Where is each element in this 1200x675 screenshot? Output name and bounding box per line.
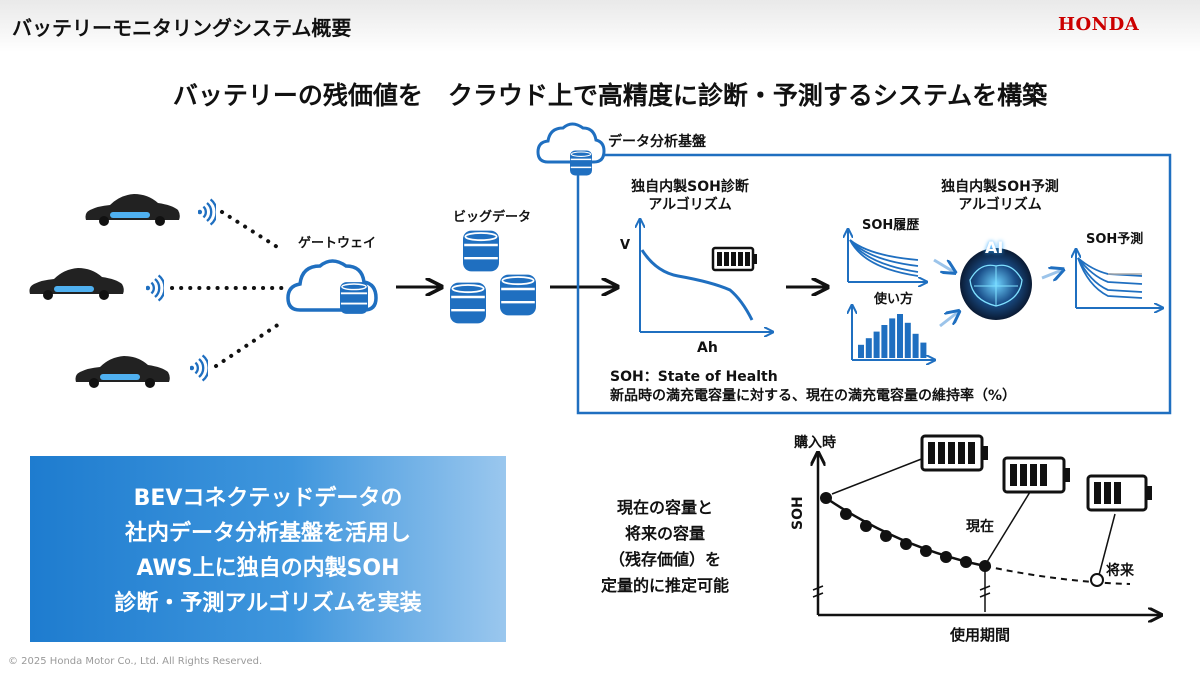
flow-arrow bbox=[933, 258, 954, 272]
soh-axis-label: SOH bbox=[790, 496, 806, 530]
usage-bar bbox=[920, 342, 927, 358]
axis-v-label: V bbox=[620, 238, 631, 253]
soh-history-label: SOH履歴 bbox=[862, 218, 920, 233]
ai-label: AI bbox=[985, 238, 1004, 257]
soh-history-graph bbox=[848, 230, 926, 282]
gateway-label: ゲートウェイ bbox=[298, 236, 377, 251]
car-icon bbox=[85, 194, 180, 226]
car-icon bbox=[29, 268, 124, 300]
battery-mid-icon bbox=[1002, 456, 1070, 494]
slide-title: バッテリーモニタリングシステム概要 bbox=[12, 16, 352, 40]
soh-forecast-label: SOH予測 bbox=[1086, 232, 1144, 247]
usage-bar bbox=[881, 325, 888, 358]
bigdata-database-icon bbox=[450, 230, 536, 324]
diag-title-2: アルゴリズム bbox=[648, 197, 732, 213]
flow-arrow bbox=[939, 312, 958, 328]
connector-dots bbox=[214, 320, 284, 368]
platform-cloud-icon bbox=[536, 122, 606, 176]
soh-degradation-chart bbox=[813, 454, 1160, 615]
usage-label: 使い方 bbox=[874, 292, 914, 307]
now-label: 現在 bbox=[966, 519, 994, 535]
usage-histogram bbox=[852, 306, 934, 360]
platform-label: データ分析基盤 bbox=[608, 134, 706, 150]
connector-dots bbox=[220, 210, 284, 252]
soh-forecast-graph bbox=[1076, 250, 1162, 308]
wifi-signal-icon bbox=[190, 354, 208, 382]
gateway-cloud-icon bbox=[286, 259, 378, 314]
bev-line: 社内データ分析基盤を活用し bbox=[124, 521, 411, 546]
battery-icon bbox=[711, 246, 757, 272]
bev-summary-box: BEVコネクテッドデータの 社内データ分析基盤を活用し AWS上に独自の内製SO… bbox=[30, 456, 506, 642]
battery-full-icon bbox=[920, 434, 988, 472]
bev-line: AWS上に独自の内製SOH bbox=[136, 556, 400, 581]
soh-definition-line2: 新品時の満充電容量に対する、現在の満充電容量の維持率（%） bbox=[610, 388, 1017, 404]
usage-bar bbox=[873, 331, 880, 358]
headline: バッテリーの残価値を クラウド上で高精度に診断・予測するシステムを構築 bbox=[172, 81, 1048, 110]
usage-bar bbox=[897, 314, 903, 358]
usage-bar bbox=[858, 344, 864, 358]
car-icon bbox=[75, 356, 170, 388]
header-bar bbox=[0, 0, 1200, 52]
diag-title-1: 独自内製SOH診断 bbox=[631, 179, 749, 195]
center-text-line: 将来の容量 bbox=[624, 524, 705, 543]
flow-arrow bbox=[1041, 270, 1062, 278]
battery-low-icon bbox=[1086, 474, 1152, 512]
usage-bar bbox=[912, 333, 919, 358]
copyright: © 2025 Honda Motor Co., Ltd. All Rights … bbox=[8, 656, 263, 667]
usage-bar bbox=[889, 318, 896, 358]
usage-period-label: 使用期間 bbox=[950, 626, 1011, 644]
data-platform-frame bbox=[576, 153, 1172, 415]
center-text-line: 現在の容量と bbox=[616, 498, 713, 517]
voltage-curve-graph bbox=[640, 220, 772, 332]
honda-logo: HONDA bbox=[1058, 14, 1140, 35]
soh-definition-line1: SOH：State of Health bbox=[610, 369, 778, 385]
future-label: 将来 bbox=[1106, 563, 1134, 579]
bigdata-label: ビッグデータ bbox=[453, 210, 532, 225]
axis-ah-label: Ah bbox=[697, 340, 718, 356]
pred-title-1: 独自内製SOH予測 bbox=[941, 179, 1059, 195]
purchase-label: 購入時 bbox=[794, 435, 836, 451]
usage-bar bbox=[904, 322, 911, 358]
bev-line: BEVコネクテッドデータの bbox=[133, 486, 403, 511]
center-text-line: 定量的に推定可能 bbox=[600, 576, 729, 595]
center-text-line: （残存価値）を bbox=[608, 550, 721, 569]
usage-bar bbox=[865, 338, 872, 358]
wifi-signal-icon bbox=[146, 274, 164, 302]
wifi-signal-icon bbox=[198, 198, 216, 226]
pred-title-2: アルゴリズム bbox=[958, 197, 1042, 213]
bev-line: 診断・予測アルゴリズムを実装 bbox=[114, 591, 422, 616]
ai-brain-icon bbox=[960, 248, 1032, 320]
